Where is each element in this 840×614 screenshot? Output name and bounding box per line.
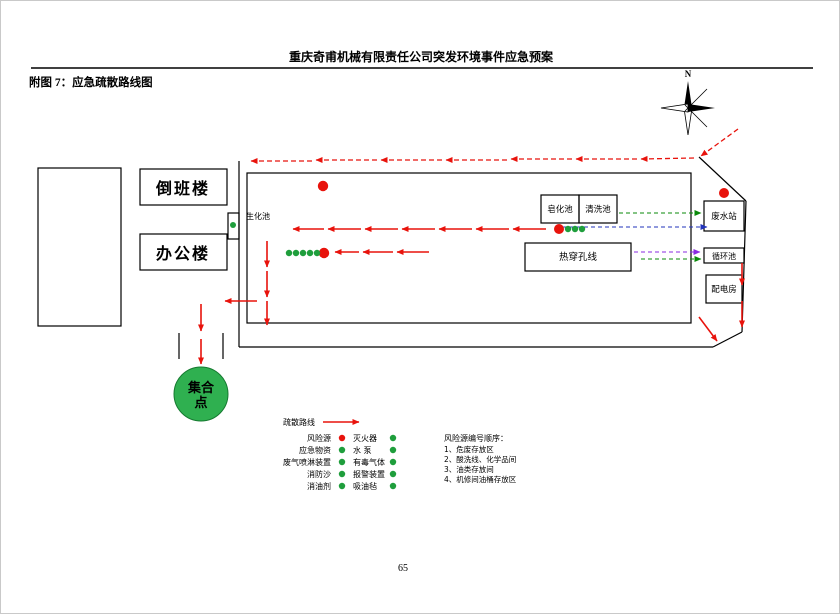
- legend-label: 消油剂: [307, 481, 331, 491]
- evacuation-route-right: [698, 263, 745, 342]
- power-room-label: 配电房: [711, 284, 737, 295]
- shift-building-box: [139, 168, 228, 206]
- legend: 疏散路线 风险源 灭火器 应急物资 水 泵 废气喷淋装置 有毒气体 消防沙 报警…: [283, 417, 397, 491]
- risk-source-marker: [719, 188, 729, 198]
- evacuation-route-top: [250, 128, 739, 164]
- legend-dot: [338, 482, 346, 490]
- risk-source-marker: [554, 224, 564, 234]
- risk-list-item: 3、油类存放间: [444, 464, 494, 474]
- wastewater-station-label: 废水站: [711, 211, 737, 222]
- legend-dot: [389, 482, 397, 490]
- cleaning-pool-box: [578, 194, 618, 224]
- legend-dot: [389, 434, 397, 442]
- evacuation-route-vertical: [224, 241, 270, 326]
- risk-source-list: 风险源编号顺序： 1、危废存放区 2、酸洗线、化学品间 3、油类存放间 4、机修…: [444, 433, 517, 484]
- biochem-pool-label: 生化池: [246, 211, 270, 221]
- wastewater-station-box: [703, 200, 745, 232]
- compass-rose: N: [660, 69, 715, 136]
- legend-dot: [389, 446, 397, 454]
- west-building-outline: [37, 167, 122, 327]
- workshop-outline: [246, 172, 692, 324]
- power-room-box: [705, 274, 743, 304]
- page-number: 65: [398, 563, 408, 574]
- legend-dot: [338, 470, 346, 478]
- legend-dot: [389, 470, 397, 478]
- gate-posts: [178, 333, 224, 359]
- risk-source-marker: [317, 180, 329, 192]
- document-header-title: 重庆奇甫机械有限责任公司突发环境事件应急预案: [289, 49, 554, 64]
- office-building-box: [139, 233, 228, 271]
- legend-dot: [389, 458, 397, 466]
- legend-dot: [338, 458, 346, 466]
- risk-source-marker: [318, 247, 330, 259]
- shift-building-label: 倒班楼: [155, 179, 210, 198]
- legend-label: 消防沙: [307, 469, 331, 479]
- risk-list-title: 风险源编号顺序：: [444, 433, 508, 443]
- legend-label: 报警装置: [353, 469, 385, 479]
- assembly-point-label-line1: 集合: [187, 380, 215, 396]
- assembly-point: 集合 点: [173, 366, 229, 422]
- cleaning-pool-label: 清洗池: [585, 204, 611, 215]
- legend-label: 废气喷淋装置: [283, 457, 331, 467]
- hot-piercing-line-label: 热穿孔线: [559, 251, 598, 263]
- legend-dot: [338, 434, 346, 442]
- legend-label: 有毒气体: [353, 457, 385, 467]
- legend-label: 风险源: [307, 433, 331, 443]
- assembly-point-circle: [173, 366, 229, 422]
- saponification-pool-label: 皂化池: [547, 204, 573, 215]
- risk-list-item: 1、危废存放区: [444, 444, 494, 454]
- legend-label: 应急物资: [299, 445, 331, 455]
- legend-route-label: 疏散路线: [283, 417, 315, 427]
- risk-source-markers: [317, 180, 729, 259]
- risk-list-item: 2、酸洗线、化学品间: [444, 454, 516, 464]
- pipelines: [563, 210, 708, 262]
- equipment-markers: [230, 222, 586, 257]
- circulation-pool-box: [703, 247, 745, 264]
- legend-label: 水 泵: [353, 445, 372, 455]
- figure-title: 附图 7：应急疏散路线图: [29, 75, 153, 89]
- biochem-pool-box: [227, 212, 240, 240]
- legend-label: 吸油毡: [353, 481, 377, 491]
- hot-piercing-line-box: [524, 242, 632, 272]
- circulation-pool-label: 循环池: [712, 251, 736, 261]
- compass-n-label: N: [685, 69, 692, 79]
- assembly-point-label-line2: 点: [194, 395, 207, 411]
- legend-label: 灭火器: [353, 434, 377, 443]
- risk-list-item: 4、机修间油桶存放区: [444, 474, 517, 484]
- office-building-label: 办公楼: [156, 244, 210, 263]
- legend-dot: [338, 446, 346, 454]
